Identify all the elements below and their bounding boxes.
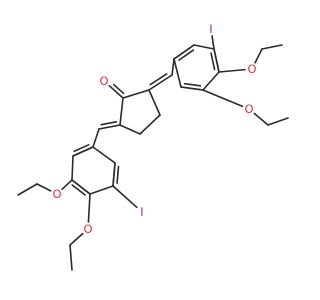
single-bond	[17, 183, 38, 196]
double-bond-inner	[73, 143, 90, 153]
double-bond-main	[213, 48, 220, 73]
single-bond	[119, 97, 124, 126]
single-bond	[202, 71, 220, 91]
single-bond	[218, 68, 246, 73]
single-bond	[267, 117, 289, 126]
atom-labels: O I O O O O I	[52, 22, 256, 236]
single-bond	[92, 128, 100, 148]
single-bond	[71, 155, 74, 181]
single-bond	[139, 114, 161, 135]
double-bond-main	[180, 86, 204, 91]
atom-label-ethoxy-oxygen-top-right: O	[247, 62, 256, 76]
single-bond	[69, 232, 84, 246]
single-bond	[261, 44, 283, 50]
single-bond	[36, 183, 52, 192]
double-bond-inner	[210, 52, 216, 71]
single-bond	[211, 35, 215, 50]
single-bond	[92, 146, 116, 164]
single-bond	[122, 89, 150, 99]
single-bond	[89, 185, 114, 195]
single-bond	[254, 48, 263, 64]
bond-lines	[17, 35, 289, 271]
double-bond-main	[148, 74, 173, 91]
single-bond	[148, 89, 161, 116]
double-bond-main	[108, 84, 124, 99]
double-bond-main	[173, 44, 195, 60]
atom-label-ketone-oxygen: O	[99, 74, 108, 88]
single-bond	[173, 58, 182, 88]
single-bond	[253, 112, 269, 126]
double-bond-inner	[112, 83, 125, 95]
atom-label-ethoxy-oxygen-left: O	[52, 187, 61, 201]
double-bond-inner	[100, 121, 118, 126]
double-bond-inner	[183, 82, 202, 87]
double-bond-inner	[116, 165, 120, 184]
double-bond-main	[112, 162, 116, 187]
single-bond	[87, 193, 91, 223]
atom-label-iodine-top: I	[209, 22, 212, 36]
molecule-structure: O I O O O O I	[17, 22, 289, 271]
single-bond	[193, 44, 215, 50]
single-bond	[69, 244, 73, 271]
double-bond-main	[98, 124, 121, 130]
atom-label-iodine-bottom: I	[140, 205, 143, 219]
single-bond	[171, 58, 175, 76]
double-bond-main	[71, 179, 91, 195]
double-bond-inner	[178, 49, 195, 61]
atom-label-ethoxy-oxygen-mid-right: O	[244, 102, 253, 116]
single-bond	[119, 124, 141, 135]
single-bond	[61, 179, 73, 191]
single-bond	[202, 89, 244, 108]
atom-label-ethoxy-oxygen-bottom: O	[83, 222, 92, 236]
double-bond-inner	[149, 73, 168, 86]
double-bond-inner	[71, 184, 86, 196]
double-bond-main	[72, 146, 94, 157]
single-bond	[112, 185, 138, 209]
